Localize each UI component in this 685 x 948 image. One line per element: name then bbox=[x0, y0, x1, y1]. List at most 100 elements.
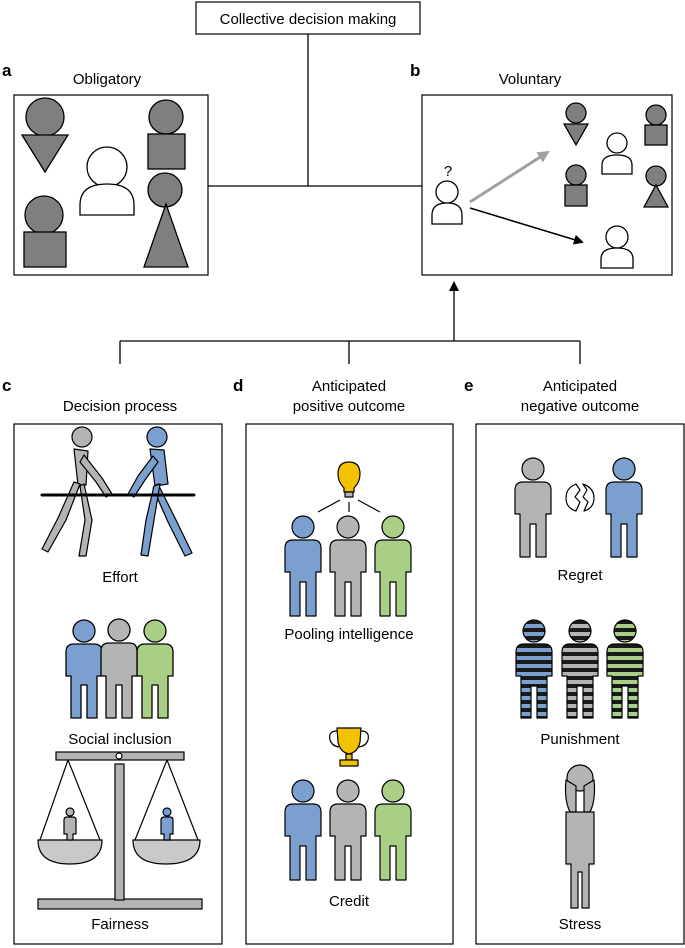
obligatory-member-circle-head bbox=[147, 172, 183, 208]
trophy-handle bbox=[329, 730, 340, 748]
panel-d-label-line2: positive outcome bbox=[293, 398, 406, 415]
panel-e-label-line1: Anticipated bbox=[543, 378, 617, 395]
person-body bbox=[63, 816, 77, 841]
member-triangle-down bbox=[562, 123, 590, 147]
person-icon bbox=[606, 132, 628, 154]
member-square bbox=[644, 124, 668, 146]
person-body bbox=[431, 202, 463, 225]
panel-a-label: Obligatory bbox=[73, 71, 142, 88]
person-body bbox=[100, 642, 138, 719]
trophy-stem bbox=[345, 753, 353, 761]
person-body bbox=[600, 247, 634, 269]
head bbox=[381, 515, 405, 539]
head bbox=[72, 619, 96, 643]
broken-heart-half bbox=[582, 483, 595, 512]
person-body bbox=[329, 803, 367, 881]
arrow-to-group-icon bbox=[469, 150, 550, 204]
head bbox=[336, 779, 360, 803]
head bbox=[71, 426, 93, 448]
punishment-label: Punishment bbox=[540, 731, 620, 748]
person-body bbox=[284, 803, 322, 881]
panel-b-letter: b bbox=[410, 61, 420, 80]
scale-pillar bbox=[114, 763, 125, 901]
member-circle-head bbox=[565, 164, 587, 186]
fairness-icon bbox=[37, 751, 203, 910]
pan-string bbox=[134, 759, 199, 841]
pooling-intelligence-icon bbox=[284, 461, 412, 617]
head bbox=[107, 618, 131, 642]
member-circle-head bbox=[565, 102, 587, 124]
obligatory-member-square bbox=[147, 133, 186, 170]
obligatory-member-square bbox=[23, 231, 67, 268]
leg bbox=[140, 483, 161, 557]
obligatory-member-circle-head bbox=[25, 97, 65, 137]
panel-b-label: Voluntary bbox=[499, 71, 562, 88]
person-body bbox=[65, 643, 103, 719]
panel-a-shapes bbox=[20, 97, 189, 268]
obligatory-member-circle-head bbox=[24, 195, 64, 235]
person-icon bbox=[605, 225, 629, 249]
credit-label: Credit bbox=[329, 893, 370, 910]
person-body bbox=[160, 816, 174, 841]
panel-b-shapes bbox=[431, 102, 670, 269]
social-inclusion-label: Social inclusion bbox=[68, 731, 171, 748]
obligatory-member-triangle-down bbox=[20, 134, 70, 174]
person-body bbox=[605, 481, 643, 558]
trophy-handle bbox=[358, 730, 369, 748]
link-line bbox=[357, 499, 381, 513]
person-icon bbox=[435, 180, 459, 204]
person-body bbox=[374, 539, 412, 617]
head bbox=[612, 457, 636, 481]
head bbox=[65, 807, 75, 817]
member-square bbox=[564, 184, 588, 207]
head bbox=[146, 426, 168, 448]
stress-icon bbox=[564, 764, 596, 909]
effort-icon bbox=[40, 426, 196, 557]
regret-icon bbox=[514, 457, 643, 558]
effort-label: Effort bbox=[102, 569, 138, 586]
panel-d-letter: d bbox=[233, 376, 243, 395]
panel-c-label: Decision process bbox=[63, 398, 177, 415]
link-line bbox=[317, 499, 341, 513]
arrow-to-individual-icon bbox=[469, 207, 584, 245]
person-body bbox=[565, 811, 595, 909]
broken-heart-icon bbox=[565, 483, 581, 512]
head bbox=[291, 515, 315, 539]
leg bbox=[41, 481, 81, 553]
person-body bbox=[79, 183, 135, 216]
title-box bbox=[195, 1, 421, 35]
member-circle-head bbox=[645, 165, 667, 187]
arm bbox=[127, 455, 159, 498]
regret-label: Regret bbox=[557, 567, 603, 584]
panel-e-letter: e bbox=[464, 376, 473, 395]
pan-string bbox=[39, 759, 101, 841]
person-body bbox=[561, 643, 599, 719]
member-triangle-up bbox=[642, 183, 670, 208]
credit-icon bbox=[284, 727, 412, 881]
connectors-top bbox=[208, 34, 422, 187]
connectors-bottom bbox=[119, 281, 581, 364]
leg bbox=[78, 483, 93, 557]
panel-d-label-line1: Anticipated bbox=[312, 378, 386, 395]
head bbox=[143, 619, 167, 643]
panel-c-letter: c bbox=[2, 376, 11, 395]
title-node: Collective decision making bbox=[195, 1, 421, 35]
person-body bbox=[606, 643, 644, 719]
person-body bbox=[601, 154, 633, 175]
panel-e-label-line2: negative outcome bbox=[521, 398, 639, 415]
person-body bbox=[329, 539, 367, 617]
title-text: Collective decision making bbox=[220, 11, 397, 28]
person-body bbox=[284, 539, 322, 617]
head bbox=[568, 619, 592, 643]
stress-label: Stress bbox=[559, 916, 602, 933]
panel-b-box bbox=[421, 94, 673, 276]
trophy-base bbox=[339, 759, 359, 767]
person-body bbox=[374, 803, 412, 881]
head bbox=[521, 457, 545, 481]
person-body bbox=[515, 643, 553, 719]
head bbox=[291, 779, 315, 803]
panel-a-letter: a bbox=[2, 61, 12, 80]
head bbox=[522, 619, 546, 643]
obligatory-member-circle-head bbox=[148, 99, 184, 135]
